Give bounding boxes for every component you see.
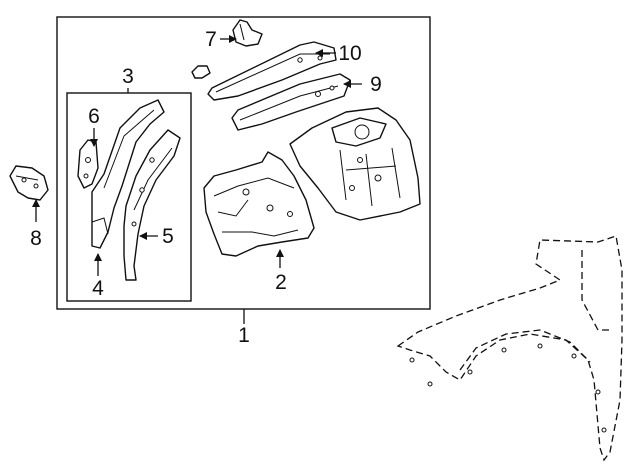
subassembly-frame	[66, 92, 192, 302]
callout-1: 1	[238, 324, 250, 347]
callout-6: 6	[88, 105, 100, 128]
callout-5: 5	[162, 225, 174, 248]
part-6-bracket	[77, 139, 99, 189]
inner-fender-apron	[289, 107, 421, 221]
small-clip	[191, 65, 211, 79]
callout-10: 10	[338, 42, 361, 65]
leader-lines	[32, 35, 362, 324]
part-9-lower-rail	[231, 73, 351, 131]
part-8-bracket	[9, 165, 49, 201]
callout-4: 4	[92, 277, 104, 300]
part-7-clip	[232, 19, 263, 47]
callout-7: 7	[205, 28, 217, 51]
part-5-reinforcement	[123, 129, 181, 281]
callout-9: 9	[370, 73, 382, 96]
callout-2: 2	[275, 271, 287, 294]
part-4-pillar	[91, 99, 165, 249]
callout-3: 3	[122, 65, 134, 88]
part-2-wheelhouse	[203, 151, 315, 257]
front-fender-outline	[396, 235, 623, 462]
callout-8: 8	[30, 227, 42, 250]
